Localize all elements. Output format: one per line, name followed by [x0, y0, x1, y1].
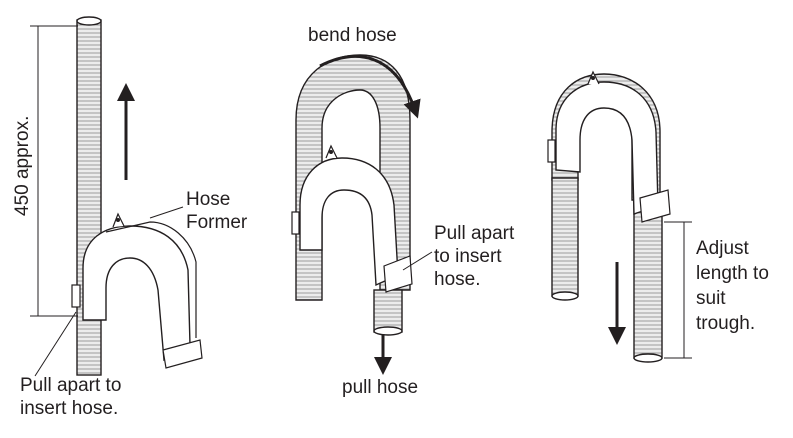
pull-apart-label-1: Pull apart to insert hose.: [20, 374, 121, 420]
pull-apart-2-line-1: Pull apart: [434, 223, 515, 244]
pull-apart-label-2: Pull apart to insert hose.: [434, 222, 514, 291]
hose-top-opening: [76, 16, 102, 26]
step-3-adjusted-hose: [547, 70, 692, 363]
hose-former-3: [555, 81, 659, 215]
adjust-line-3: suit: [696, 288, 726, 309]
adjust-line-2: length to: [696, 263, 769, 284]
pull-apart-1-line-2: insert hose.: [20, 398, 119, 419]
adjust-line-1: Adjust: [696, 238, 749, 259]
pull-hose-label: pull hose: [342, 377, 419, 398]
adjust-label: Adjust length to suit trough.: [696, 236, 769, 336]
pull-apart-2-line-2: to insert: [434, 246, 502, 267]
hose-former: [82, 225, 191, 362]
adjust-line-4: trough.: [696, 313, 756, 334]
bend-arrow: [319, 55, 421, 119]
step-2-bending-hose: [291, 54, 433, 375]
dimension-label: 450 approx.: [12, 115, 33, 216]
pull-apart-2-line-3: hose.: [434, 269, 481, 290]
straight-hose: [76, 19, 102, 376]
bend-hose-label: bend hose: [308, 25, 397, 46]
hose-former-line-2: Former: [186, 212, 248, 233]
pull-apart-1-line-1: Pull apart to: [20, 375, 122, 396]
hose-former-line-1: Hose: [186, 189, 231, 210]
step-1-hose-with-former: [30, 16, 203, 377]
hose-former-label: Hose Former: [186, 188, 247, 234]
hose-former-2: [299, 157, 399, 287]
